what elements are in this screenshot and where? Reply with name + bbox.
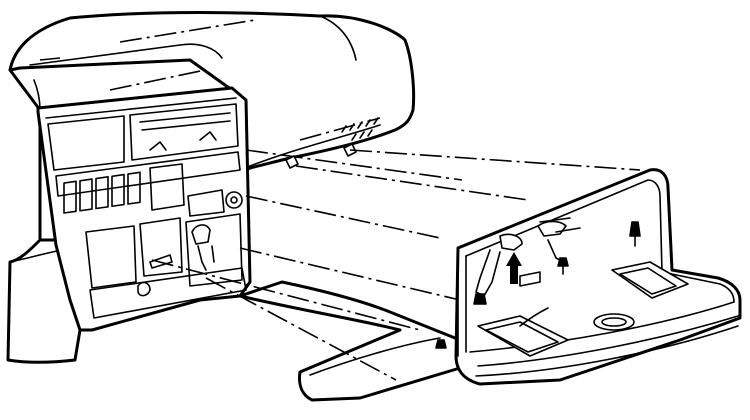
hinge-bracket [499,233,523,251]
clip-mount-left [285,155,299,169]
vent-grille-right [139,217,183,277]
up-arrow-icon [506,252,522,284]
vent-grille-left [85,225,137,289]
dashboard-top [8,11,416,174]
console-screw-boss [225,191,243,209]
console-bay [185,213,243,287]
door-latch-handle [593,313,635,331]
center-display-panel [149,163,185,211]
center-console-panel [36,86,252,332]
tray-latch [137,281,151,297]
retaining-clip [191,224,211,245]
hinge-pin [435,339,447,349]
hazard-switch [187,189,225,217]
dash-vent-slots [341,117,379,141]
glove-box-door [454,168,742,386]
latch-assembly [537,220,567,237]
display-window-left [47,115,125,171]
mounting-screws [473,221,641,305]
switch-row [63,171,141,214]
control-strip [55,151,241,197]
door-clip [519,271,541,287]
lower-tray [89,267,247,319]
radio-slot [129,103,239,161]
dashboard-lower-curve [238,280,480,402]
assembly-guide-lines [151,149,641,381]
